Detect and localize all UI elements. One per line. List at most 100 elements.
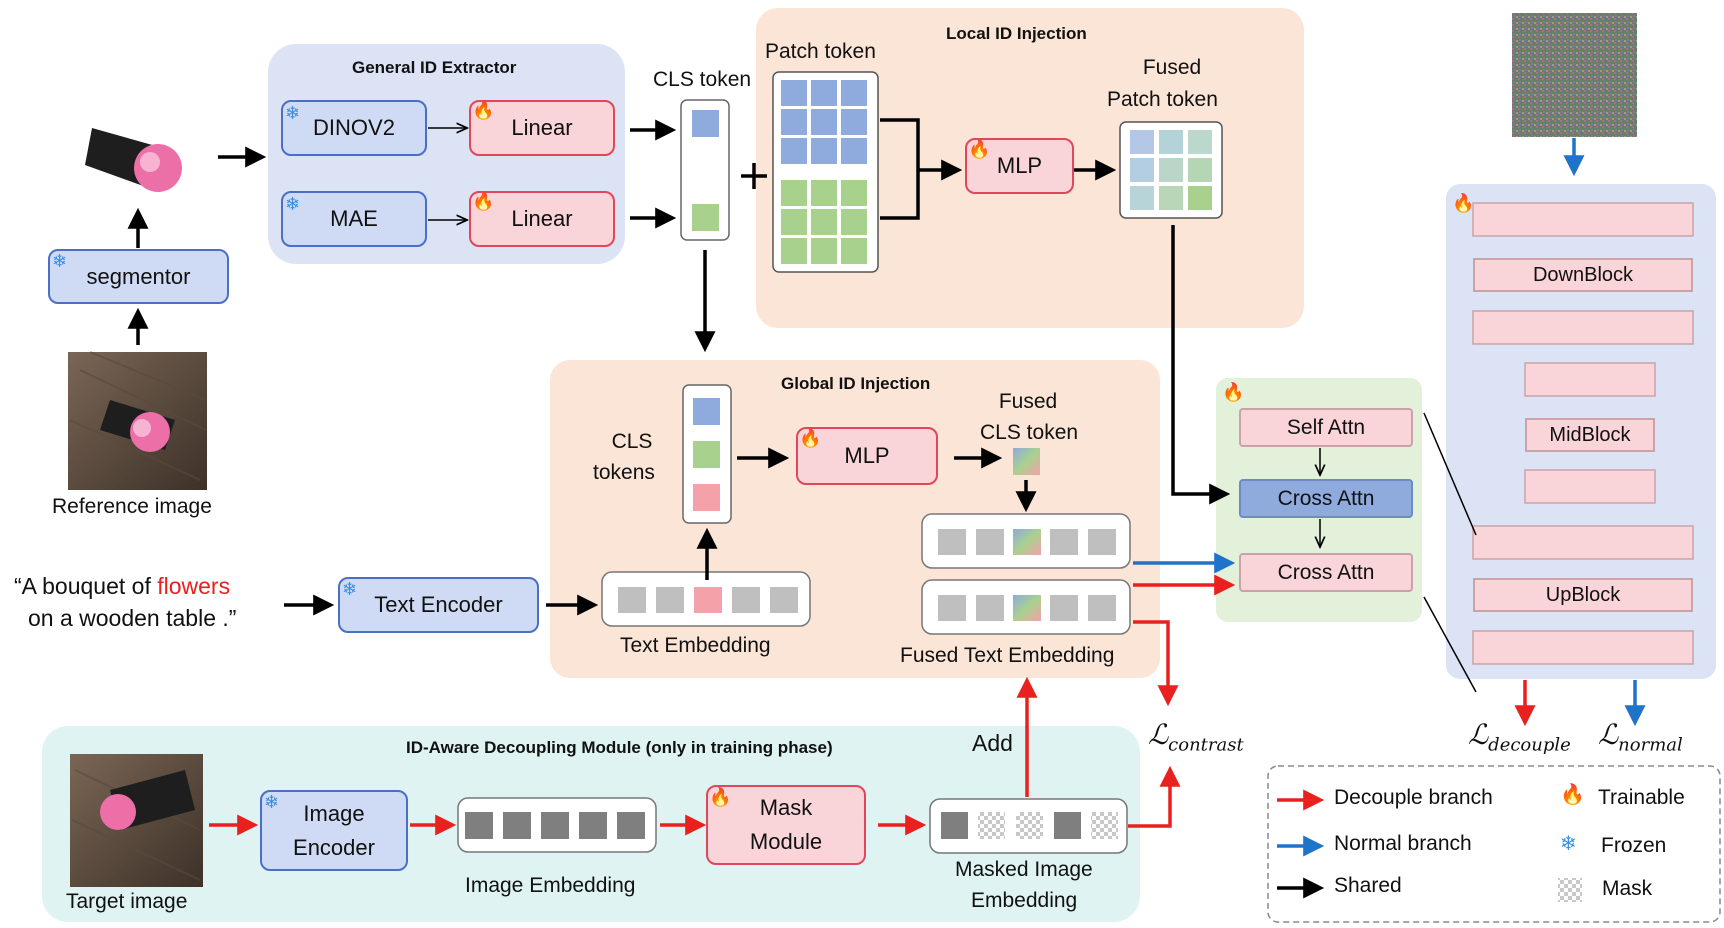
image-encoder-label-line2: Encoder xyxy=(293,834,375,860)
legend-decouple-branch: Decouple branch xyxy=(1334,786,1493,809)
mae-label: MAE xyxy=(330,206,378,231)
fused-text-embedding-label: Fused Text Embedding xyxy=(900,644,1115,667)
local-mlp-box: MLP xyxy=(965,138,1074,194)
cls-token-label: CLS token xyxy=(653,68,752,91)
normal-loss-symbol: ℒ xyxy=(1598,718,1619,751)
mae-box: MAE xyxy=(281,191,427,247)
fused-patch-token-cells xyxy=(1130,130,1212,210)
snowflake-icon: ❄ xyxy=(264,792,280,812)
cls-tokens-label-line1: CLS xyxy=(611,430,653,453)
upblock-label: UpBlock xyxy=(1545,583,1621,606)
global-mlp-label: MLP xyxy=(844,443,890,468)
flame-icon: 🔥 xyxy=(709,787,732,807)
dinov2-box: DINOV2 xyxy=(281,100,427,156)
cross-attn-label-2: Cross Attn xyxy=(1277,560,1375,584)
upblock-box: UpBlock xyxy=(1473,578,1693,612)
downblock-box: DownBlock xyxy=(1473,258,1693,292)
snowflake-icon: ❄ xyxy=(1560,833,1577,855)
linear-label-1: Linear xyxy=(511,115,573,140)
masked-embedding-label-line2: Embedding xyxy=(971,889,1078,912)
contrast-loss-symbol: ℒ xyxy=(1148,718,1169,751)
prompt-highlight-word: flowers xyxy=(157,573,231,599)
add-label: Add xyxy=(972,730,1013,756)
flame-icon: 🔥 xyxy=(968,139,991,159)
legend-shared: Shared xyxy=(1334,874,1402,897)
downblock-label: DownBlock xyxy=(1532,263,1634,286)
cross-attn-box-1: Cross Attn xyxy=(1239,479,1413,518)
prompt-line-2: on a wooden table .” xyxy=(28,605,237,631)
snowflake-icon: ❄ xyxy=(342,579,358,599)
masked-embedding-label-line1: Masked Image xyxy=(955,858,1093,881)
legend-mask-swatch xyxy=(1558,878,1582,902)
fused-patch-token-label-line1: Fused xyxy=(1142,56,1202,79)
reference-image xyxy=(68,351,207,490)
decouple-loss: ℒdecouple xyxy=(1468,718,1571,756)
segmentor-label: segmentor xyxy=(86,263,191,289)
patch-token-label: Patch token xyxy=(765,40,876,63)
flame-icon: 🔥 xyxy=(1560,784,1585,806)
fused-patch-token-label-line2: Patch token xyxy=(1107,88,1218,111)
linear-box-1: Linear xyxy=(469,100,615,156)
decouple-loss-subscript: decouple xyxy=(1488,734,1571,756)
midblock-label: MidBlock xyxy=(1549,423,1631,446)
contrast-loss: ℒcontrast xyxy=(1148,718,1244,756)
global-id-injection-title: Global ID Injection xyxy=(781,374,931,393)
cls-token-green xyxy=(692,204,719,231)
target-image-caption: Target image xyxy=(66,890,188,913)
segmentor-box: segmentor xyxy=(48,249,229,304)
flame-icon: 🔥 xyxy=(472,191,495,211)
normal-loss: ℒnormal xyxy=(1598,718,1683,756)
prompt-line-1: “A bouquet of flowers xyxy=(14,573,230,600)
mask-module-label-line2: Module xyxy=(749,829,823,854)
reference-image-caption: Reference image xyxy=(52,495,212,518)
text-encoder-box: Text Encoder xyxy=(338,577,539,633)
segmented-object xyxy=(85,128,182,192)
image-encoder-label-line1: Image xyxy=(303,800,365,826)
flame-icon: 🔥 xyxy=(1452,193,1475,213)
snowflake-icon: ❄ xyxy=(285,103,301,123)
legend-mask: Mask xyxy=(1602,877,1653,900)
linear-box-2: Linear xyxy=(469,191,615,247)
midblock-box: MidBlock xyxy=(1525,418,1655,452)
normal-loss-subscript: normal xyxy=(1618,734,1683,756)
flame-icon: 🔥 xyxy=(472,100,495,120)
legend-normal-branch: Normal branch xyxy=(1334,832,1472,855)
snowflake-icon: ❄ xyxy=(52,251,68,271)
legend-frozen: Frozen xyxy=(1601,834,1667,857)
legend-box xyxy=(1267,765,1721,923)
global-mlp-box: MLP xyxy=(796,427,938,485)
fused-cls-token-label-line1: Fused xyxy=(998,390,1058,413)
flame-icon: 🔥 xyxy=(799,428,822,448)
text-embedding-label: Text Embedding xyxy=(620,634,771,657)
self-attn-label: Self Attn xyxy=(1286,415,1366,439)
noise-image xyxy=(1512,13,1637,137)
prompt-text-start: “A bouquet of xyxy=(14,573,158,599)
target-image xyxy=(70,754,203,887)
general-id-extractor-title: General ID Extractor xyxy=(352,58,517,77)
text-encoder-label: Text Encoder xyxy=(374,592,503,617)
fused-cls-token xyxy=(1013,448,1040,475)
linear-label-2: Linear xyxy=(511,206,573,231)
patch-token-cells xyxy=(781,80,867,264)
legend-trainable: Trainable xyxy=(1598,786,1685,809)
self-attn-box: Self Attn xyxy=(1239,408,1413,447)
local-id-injection-title: Local ID Injection xyxy=(946,24,1087,43)
local-mlp-label: MLP xyxy=(996,153,1043,178)
fused-cls-token-label-line2: CLS token xyxy=(980,421,1079,444)
flame-icon: 🔥 xyxy=(1222,382,1245,402)
decouple-loss-symbol: ℒ xyxy=(1468,718,1489,751)
cls-token-blue xyxy=(692,110,719,137)
image-embedding-label: Image Embedding xyxy=(465,874,636,897)
mask-module-label-line1: Mask xyxy=(759,795,813,820)
dinov2-label: DINOV2 xyxy=(313,115,395,140)
cls-tokens-label-line2: tokens xyxy=(593,461,655,484)
snowflake-icon: ❄ xyxy=(285,194,301,214)
cross-attn-label-1: Cross Attn xyxy=(1277,486,1375,510)
contrast-loss-subscript: contrast xyxy=(1168,734,1244,756)
decoupling-module-title: ID-Aware Decoupling Module (only in trai… xyxy=(406,738,833,757)
cross-attn-box-2: Cross Attn xyxy=(1239,553,1413,592)
